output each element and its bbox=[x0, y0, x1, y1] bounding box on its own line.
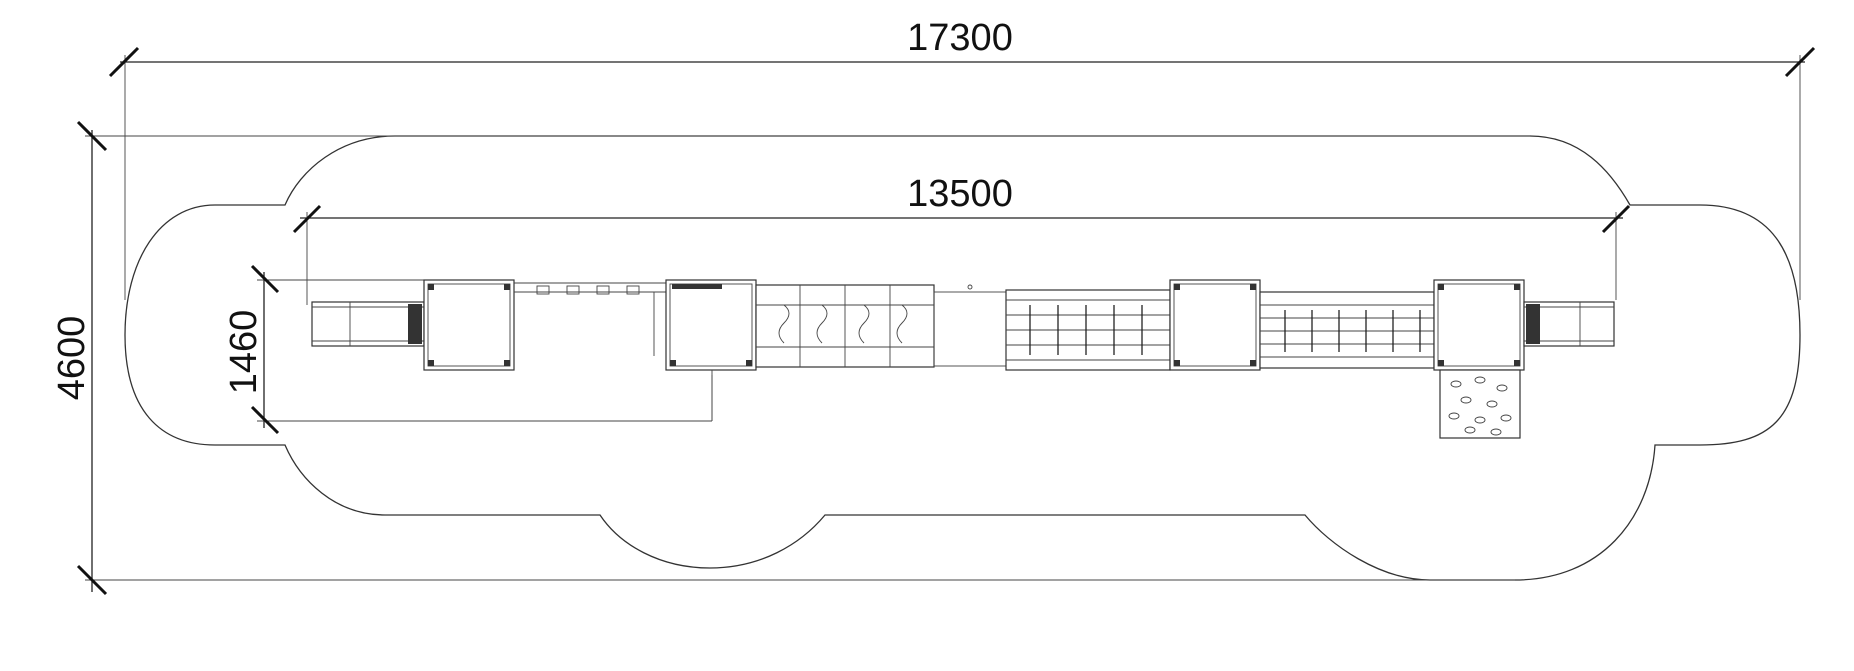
net-bridge-2 bbox=[1259, 291, 1435, 369]
net-bridge-1 bbox=[1005, 289, 1171, 371]
safety-zone-outline bbox=[124, 135, 1801, 581]
right-slide bbox=[1523, 301, 1615, 347]
tower-1 bbox=[423, 279, 515, 371]
walkway bbox=[933, 284, 1007, 367]
left-slide bbox=[311, 301, 425, 347]
tower-2 bbox=[665, 279, 757, 421]
tower-3 bbox=[1169, 279, 1261, 371]
tower-4 bbox=[1433, 279, 1525, 371]
ring-bridge bbox=[514, 282, 666, 356]
stepping-bridge bbox=[755, 284, 935, 368]
dimension-platform-width-label: 1460 bbox=[223, 310, 265, 395]
dimension-overall-length: 17300 bbox=[108, 17, 1816, 300]
dimension-overall-length-label: 17300 bbox=[907, 17, 1013, 59]
dimension-overall-width: 4600 bbox=[51, 120, 1530, 596]
climbing-wall bbox=[1439, 369, 1521, 439]
dimension-overall-width-label: 4600 bbox=[51, 316, 93, 401]
dimension-platform-length: 13500 bbox=[292, 173, 1631, 305]
dimension-platform-width: 1460 bbox=[223, 264, 713, 435]
dimension-platform-length-label: 13500 bbox=[907, 173, 1013, 215]
